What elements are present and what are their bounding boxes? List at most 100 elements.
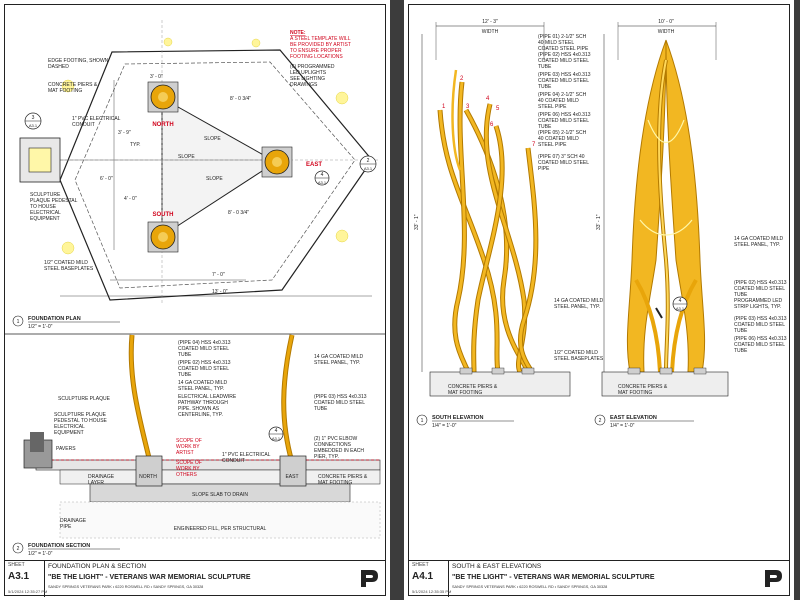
plan-label: 1" PVC ELECTRICAL (72, 116, 121, 122)
svg-text:STRIP LIGHTS, TYP.: STRIP LIGHTS, TYP. (734, 304, 781, 310)
ground-labels: NORTH EAST SLOPE SLAB TO DRAIN ENGINEERE… (139, 474, 298, 532)
svg-text:1" PVC ELECTRICAL: 1" PVC ELECTRICAL (222, 452, 271, 458)
svg-text:1: 1 (442, 104, 446, 110)
svg-text:MAT FOOTING: MAT FOOTING (448, 390, 482, 396)
svg-text:PIPE: PIPE (538, 166, 550, 172)
view-scale: 1/2" = 1'-0" (28, 324, 53, 330)
sheet-number: A4.1 (412, 571, 434, 582)
svg-text:WORK BY: WORK BY (176, 444, 200, 450)
sheet-a3-1: 3 A3.1 2 A3.1 4 A3.1 NORTH EAST SOUTH NO… (0, 0, 390, 600)
sheet-border (408, 4, 790, 596)
svg-text:TUBE: TUBE (538, 124, 552, 130)
svg-text:CENTERLINE, TYP.: CENTERLINE, TYP. (178, 412, 223, 418)
firm-logo-icon (361, 570, 378, 587)
svg-text:EMBEDDED IN EACH: EMBEDDED IN EACH (314, 448, 364, 454)
north-label: NORTH (152, 122, 173, 128)
svg-text:CONCRETE PIERS &: CONCRETE PIERS & (448, 384, 498, 390)
south-label: SOUTH (153, 212, 174, 218)
svg-text:TUBE: TUBE (314, 406, 328, 412)
svg-text:(PIPE 02) HSS 4x0.313: (PIPE 02) HSS 4x0.313 (734, 280, 787, 286)
east-callout[interactable]: 4 A3.1 (672, 296, 688, 312)
dimension: 4' - 0" (124, 196, 137, 202)
svg-text:OTHERS: OTHERS (176, 472, 198, 478)
plan-label: EDGE FOOTING, SHOWN (48, 58, 109, 64)
section-labels-left: SCULPTURE PLAQUE SCULPTURE PLAQUE PEDEST… (54, 396, 115, 530)
svg-text:ARTIST: ARTIST (176, 450, 194, 456)
svg-text:DRAINAGE: DRAINAGE (60, 518, 87, 524)
svg-text:4: 4 (321, 172, 324, 178)
svg-text:(PIPE 06) HSS 4x0.313: (PIPE 06) HSS 4x0.313 (538, 112, 591, 118)
svg-text:ELECTRICAL: ELECTRICAL (54, 424, 85, 430)
svg-text:COATED MILD STEEL: COATED MILD STEEL (538, 160, 589, 166)
note-line: FOOTING LOCATIONS (290, 54, 343, 60)
svg-text:DRAINAGE: DRAINAGE (88, 474, 115, 480)
callout-2[interactable]: 2 A3.1 (359, 155, 377, 173)
plan-label: ELECTRICAL (30, 210, 61, 216)
svg-text:STEEL PANEL, TYP.: STEEL PANEL, TYP. (178, 386, 224, 392)
svg-text:14 GA COATED MILD: 14 GA COATED MILD (314, 354, 363, 360)
plan-label: CONCRETE PIERS & (48, 82, 98, 88)
svg-text:COATED MILD STEEL: COATED MILD STEEL (734, 286, 785, 292)
svg-text:STEEL PANEL, TYP.: STEEL PANEL, TYP. (314, 360, 360, 366)
svg-text:COATED STEEL PIPE: COATED STEEL PIPE (538, 46, 589, 52)
foundation-drawing: 3 A3.1 2 A3.1 4 A3.1 NORTH EAST SOUTH NO… (4, 20, 386, 557)
svg-text:A3.1: A3.1 (318, 180, 327, 185)
timestamp: 5/1/2024 12:35:27 PM (8, 589, 48, 594)
view-title: SOUTH ELEVATION (432, 415, 483, 421)
callout-4[interactable]: 4 A3.1 (314, 170, 330, 186)
svg-text:CONNECTIONS: CONNECTIONS (314, 442, 352, 448)
svg-text:COATED MILD STEEL: COATED MILD STEEL (538, 118, 589, 124)
dimension: 6' - 0" (100, 176, 113, 182)
svg-text:TUBE: TUBE (538, 64, 552, 70)
svg-text:(PIPE 03) HSS 4x0.313: (PIPE 03) HSS 4x0.313 (734, 316, 787, 322)
svg-text:SCOPE OF: SCOPE OF (176, 438, 202, 444)
firm-logo-icon (765, 570, 782, 587)
svg-text:TUBE: TUBE (178, 352, 192, 358)
plan-label: TO HOUSE (30, 204, 57, 210)
svg-text:COATED MILD STEEL: COATED MILD STEEL (538, 58, 589, 64)
svg-text:4: 4 (679, 298, 682, 304)
view-scale: 1/2" = 1'-0" (28, 551, 53, 557)
sheet-label: SHEET (8, 562, 25, 568)
svg-text:(PIPE 03) HSS 4x0.313: (PIPE 03) HSS 4x0.313 (538, 72, 591, 78)
plan-label: LED UPLIGHTS (290, 70, 327, 76)
section-callout[interactable]: A3.1 (272, 436, 281, 441)
east-labels: 14 GA COATED MILD STEEL PANEL, TYP. (PIP… (618, 236, 787, 396)
south-height-dim: 33' - 1" (414, 214, 420, 230)
dimension: 8' - 0 3/4" (228, 210, 249, 216)
svg-text:EAST: EAST (285, 474, 298, 480)
svg-text:(PIPE 03) HSS 4x0.313: (PIPE 03) HSS 4x0.313 (314, 394, 367, 400)
svg-text:2: 2 (460, 76, 464, 82)
dimension: 3' - 0" (150, 74, 163, 80)
svg-text:CONDUIT: CONDUIT (222, 458, 245, 464)
dimension: 8' - 0 3/4" (230, 96, 251, 102)
view-title: EAST ELEVATION (610, 415, 657, 421)
svg-text:PROGRAMMED LED: PROGRAMMED LED (734, 298, 782, 304)
sheet-border (4, 4, 386, 596)
svg-text:TUBE: TUBE (538, 84, 552, 90)
section-callout[interactable]: 4 (275, 428, 278, 434)
south-pipe-numbers: 1 2 3 4 5 6 7 (442, 76, 536, 148)
view-scale: 1/4" = 1'-0" (432, 423, 457, 429)
east-width-label: WIDTH (658, 29, 675, 35)
svg-text:COATED MILD STEEL: COATED MILD STEEL (538, 78, 589, 84)
scope-labels: SCOPE OF WORK BY ARTIST SCOPE OF WORK BY… (176, 438, 271, 478)
svg-text:STEEL BASEPLATES: STEEL BASEPLATES (554, 356, 604, 362)
svg-text:14 GA COATED MILD: 14 GA COATED MILD (554, 298, 603, 304)
plan-label: STEEL BASEPLATES (44, 266, 94, 272)
view-title: FOUNDATION PLAN (28, 316, 81, 322)
sheet-number: A3.1 (8, 571, 30, 582)
svg-text:PATHWAY THROUGH: PATHWAY THROUGH (178, 400, 228, 406)
plan-label: SCULPTURE (30, 192, 61, 198)
view-title: FOUNDATION SECTION (28, 543, 90, 549)
section-labels-right: 14 GA COATED MILD STEEL PANEL, TYP. (PIP… (314, 354, 368, 486)
callout-3[interactable]: 3 A3.1 (24, 112, 42, 130)
svg-text:CONCRETE PIERS &: CONCRETE PIERS & (318, 474, 368, 480)
plan-label: EQUIPMENT (30, 216, 60, 222)
dimension: 7' - 0" (212, 272, 225, 278)
svg-text:COATED MILD STEEL: COATED MILD STEEL (178, 366, 229, 372)
sheet-a4-1: 12' - 3" WIDTH 33' - 1" 1 2 3 4 5 6 7 (404, 0, 794, 600)
south-width-label: WIDTH (482, 29, 499, 35)
project-address: SANDY SPRINGS VETERANS PARK • 6220 ROSWE… (48, 585, 204, 589)
note-title: NOTE: (290, 30, 306, 36)
